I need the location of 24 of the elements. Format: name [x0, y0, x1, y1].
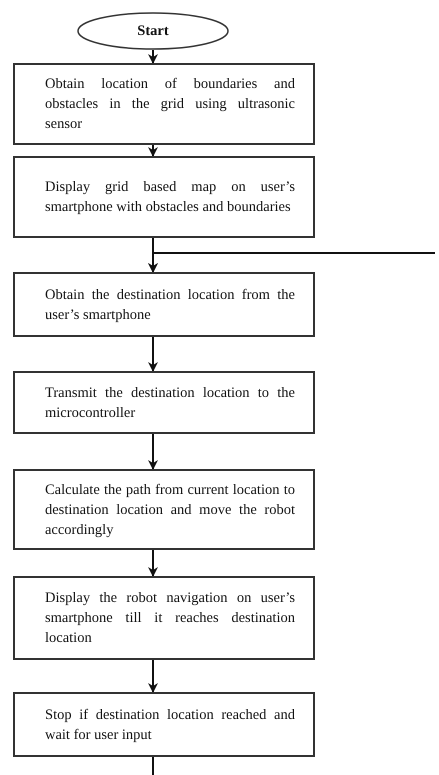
arrow	[148, 337, 158, 372]
arrow	[148, 434, 158, 470]
arrow	[148, 550, 158, 577]
arrow	[148, 252, 435, 273]
process-box	[13, 692, 315, 757]
process-box	[13, 371, 315, 434]
arrow	[148, 660, 158, 693]
process-box	[13, 576, 315, 660]
step-text: Stop if destination location reached and wait for user input	[45, 706, 295, 744]
terminal-ellipse	[77, 12, 229, 50]
step-text: Obtain the destination location from the user’s smartphone	[45, 286, 295, 324]
step-text: Display grid based map on user’s smartphone with obstacles and boundaries	[45, 178, 295, 217]
process-box	[13, 156, 315, 238]
process-box	[13, 469, 315, 550]
step-text: Calculate the path from current location to destination location and move the robot accordingly	[45, 480, 295, 540]
process-box	[13, 272, 315, 337]
step-text: Start	[136, 22, 170, 41]
step-text: Transmit the destination location to the microcontroller	[45, 384, 295, 422]
step-text: Obtain location of boundaries and obstacles in the grid using ultrasonic sensor	[45, 75, 295, 134]
connector-line	[152, 757, 154, 775]
step-text: Display the robot navigation on user’s smartphone till it reaches destination location	[45, 589, 295, 648]
arrow	[148, 145, 158, 157]
arrow	[148, 50, 158, 64]
process-box	[13, 63, 315, 145]
